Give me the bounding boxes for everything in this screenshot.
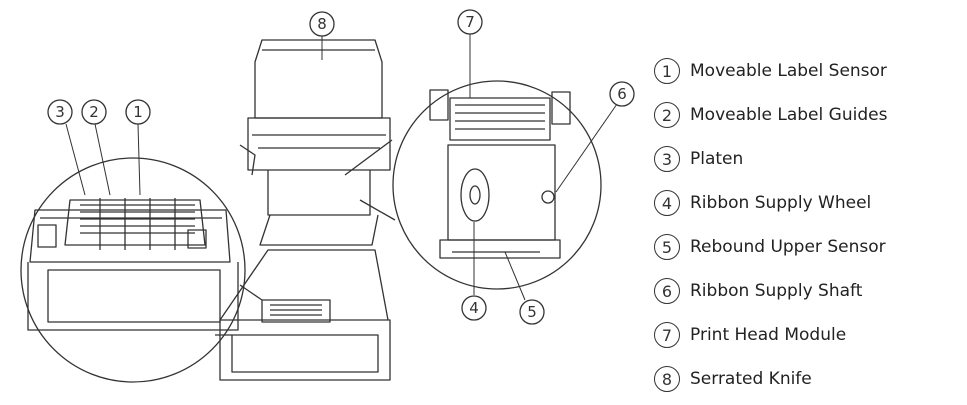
legend-label: Print Head Module <box>690 325 847 345</box>
callout-6: 6 <box>609 81 635 107</box>
legend-number: 5 <box>654 234 680 260</box>
legend-label: Moveable Label Guides <box>690 105 888 125</box>
callout-8: 8 <box>309 11 335 37</box>
callout-5: 5 <box>519 299 545 325</box>
legend-label: Platen <box>690 149 744 169</box>
svg-text:7: 7 <box>465 13 475 31</box>
legend-item-1: 1 Moveable Label Sensor <box>654 56 887 86</box>
printer-body <box>219 39 391 381</box>
callout-2: 2 <box>81 99 107 125</box>
svg-text:8: 8 <box>317 15 327 33</box>
legend-item-8: 8 Serrated Knife <box>654 364 812 394</box>
svg-text:4: 4 <box>469 299 479 317</box>
svg-text:2: 2 <box>89 103 99 121</box>
legend-item-5: 5 Rebound Upper Sensor <box>654 232 886 262</box>
legend-item-7: 7 Print Head Module <box>654 320 846 350</box>
legend-number: 8 <box>654 366 680 392</box>
magnifier-connectors <box>215 139 396 336</box>
right-detail-circle <box>392 80 602 290</box>
legend-number: 7 <box>654 322 680 348</box>
callout-markers: 3 2 1 8 7 6 4 5 <box>47 9 635 325</box>
legend-number: 4 <box>654 190 680 216</box>
callout-1: 1 <box>125 99 151 125</box>
legend-label: Rebound Upper Sensor <box>690 237 886 257</box>
callout-4: 4 <box>461 295 487 321</box>
legend-label: Serrated Knife <box>690 369 812 389</box>
legend-label: Ribbon Supply Shaft <box>690 281 863 301</box>
left-detail-circle <box>20 157 246 383</box>
legend-number: 3 <box>654 146 680 172</box>
legend-item-6: 6 Ribbon Supply Shaft <box>654 276 862 306</box>
legend-label: Ribbon Supply Wheel <box>690 193 872 213</box>
legend-item-4: 4 Ribbon Supply Wheel <box>654 188 871 218</box>
legend-label: Moveable Label Sensor <box>690 61 887 81</box>
callout-leaders <box>65 34 618 301</box>
svg-text:1: 1 <box>133 103 143 121</box>
legend-number: 1 <box>654 58 680 84</box>
svg-text:6: 6 <box>617 85 627 103</box>
legend-item-2: 2 Moveable Label Guides <box>654 100 887 130</box>
legend-number: 2 <box>654 102 680 128</box>
svg-text:3: 3 <box>55 103 65 121</box>
svg-text:5: 5 <box>527 303 537 321</box>
callout-7: 7 <box>457 9 483 35</box>
callout-3: 3 <box>47 99 73 125</box>
legend-item-3: 3 Platen <box>654 144 743 174</box>
legend-number: 6 <box>654 278 680 304</box>
